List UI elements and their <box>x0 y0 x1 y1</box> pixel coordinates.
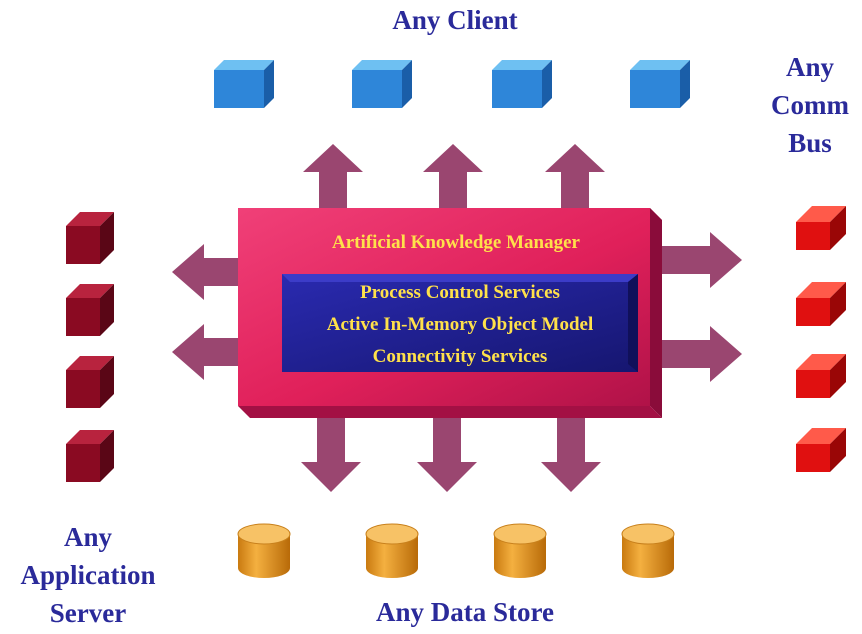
client-box-4 <box>630 60 690 108</box>
service-connectivity: Connectivity Services <box>372 346 548 367</box>
arrow-left-2 <box>172 324 240 380</box>
manager-title: Artificial Knowledge Manager <box>331 232 580 253</box>
any-comm-bus-label: Any Comm Bus <box>760 48 860 162</box>
comm-bus-line-3: Bus <box>788 128 832 158</box>
service-process-control: Process Control Services <box>360 282 560 303</box>
arrows-to-clients <box>303 144 605 210</box>
service-object-model: Active In-Memory Object Model <box>326 314 594 335</box>
app-server-line-3: Server <box>49 598 127 628</box>
comm-bus-line-2: Comm <box>771 90 849 120</box>
arrow-up-3 <box>545 144 605 210</box>
data-store-cylinder-1 <box>237 523 291 578</box>
app-server-box-3 <box>66 356 114 408</box>
app-server-line-1: Any <box>63 522 112 552</box>
arrow-up-1 <box>303 144 363 210</box>
app-server-boxes <box>66 212 114 482</box>
app-server-box-2 <box>66 284 114 336</box>
any-client-label: Any Client <box>392 5 518 35</box>
client-box-1 <box>214 60 274 108</box>
client-box-2 <box>352 60 412 108</box>
comm-bus-line-1: Any <box>785 52 834 82</box>
any-application-server-label: Any Application Server <box>0 518 176 632</box>
client-boxes <box>214 60 690 108</box>
knowledge-manager-box <box>238 208 662 418</box>
arrow-down-2 <box>417 418 477 492</box>
data-store-cylinder-3 <box>493 523 547 578</box>
arrow-left-1 <box>172 244 240 300</box>
arrow-down-1 <box>301 418 361 492</box>
comm-bus-box-4 <box>796 428 846 472</box>
app-server-box-1 <box>66 212 114 264</box>
comm-bus-boxes <box>796 206 846 472</box>
comm-bus-box-3 <box>796 354 846 398</box>
app-server-box-4 <box>66 430 114 482</box>
data-store-cylinder-4 <box>621 523 675 578</box>
comm-bus-box-2 <box>796 282 846 326</box>
arrow-up-2 <box>423 144 483 210</box>
arrow-right-1 <box>660 232 742 288</box>
arrow-right-2 <box>660 326 742 382</box>
data-store-cylinder-2 <box>365 523 419 578</box>
arrow-down-3 <box>541 418 601 492</box>
comm-bus-box-1 <box>796 206 846 250</box>
app-server-line-2: Application <box>20 560 156 590</box>
arrows-to-app-servers <box>172 244 240 380</box>
arrows-to-data-stores <box>301 418 601 492</box>
client-box-3 <box>492 60 552 108</box>
arrows-to-comm-bus <box>660 232 742 382</box>
any-data-store-label: Any Data Store <box>376 597 554 627</box>
data-store-cylinders <box>237 523 675 578</box>
